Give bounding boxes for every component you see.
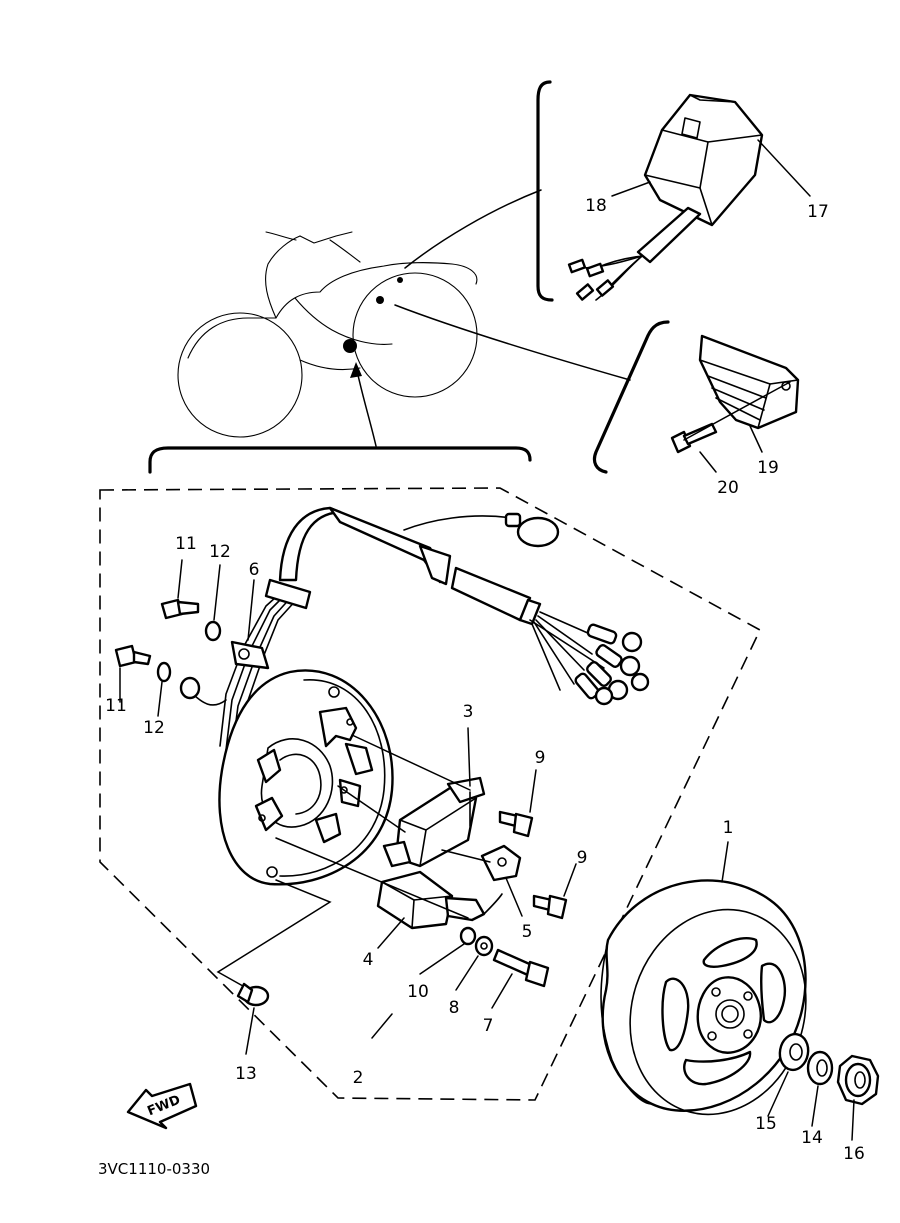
- callout-8: 8: [449, 998, 460, 1018]
- leader-11-upper: [177, 559, 183, 599]
- rectifier-regulator: [698, 334, 800, 430]
- cord-clamp: [230, 640, 270, 670]
- generator-location-marker: [343, 339, 357, 353]
- leader-9-lower: [563, 863, 577, 897]
- screw-9-lower: [532, 894, 568, 920]
- lock-washer-14: [806, 1050, 834, 1086]
- callout-11-lower: 11: [105, 696, 127, 716]
- bolt-20: [670, 422, 718, 454]
- callout-11-upper: 11: [175, 534, 197, 554]
- callout-4: 4: [363, 950, 374, 970]
- callout-6: 6: [249, 560, 260, 580]
- callout-7: 7: [483, 1016, 494, 1036]
- callout-18: 18: [585, 196, 607, 216]
- cdi-location-marker: [397, 277, 403, 283]
- nut-16: [836, 1054, 880, 1106]
- callout-1: 1: [723, 818, 734, 838]
- washer-12-upper: [204, 620, 222, 642]
- leader-18: [611, 181, 651, 197]
- coil-mount-line-lower: [337, 785, 406, 833]
- screw-13-pointer: [216, 879, 332, 991]
- callout-12-upper: 12: [209, 542, 231, 562]
- stator-base-plate: [218, 669, 394, 886]
- leader-12-lower: [157, 681, 163, 717]
- regulator-mount-line: [683, 381, 791, 441]
- callout-5: 5: [522, 922, 533, 942]
- bracket-mount-line: [441, 849, 491, 863]
- rotor-flywheel: [600, 879, 807, 1116]
- callout-17: 17: [807, 202, 829, 222]
- washer-15: [778, 1032, 810, 1072]
- pickup-mount-line: [275, 837, 469, 919]
- pickup-coil: [376, 870, 503, 930]
- callout-19: 19: [757, 458, 779, 478]
- leader-15: [767, 1071, 789, 1117]
- cdi-pointer-line: [404, 189, 542, 269]
- leader-19: [749, 425, 763, 453]
- coil-mount-line-upper: [351, 734, 471, 791]
- wire-harness: [187, 506, 650, 753]
- callout-12-lower: 12: [143, 718, 165, 738]
- fwd-direction-arrow: FWD: [126, 1082, 198, 1130]
- stator-assembly-boundary: [99, 487, 762, 1101]
- callout-10: 10: [407, 982, 429, 1002]
- callout-14: 14: [801, 1128, 823, 1148]
- leader-2: [371, 1013, 393, 1039]
- cdi-inset-bracket: [536, 80, 554, 302]
- callout-9-upper: 9: [535, 748, 546, 768]
- generator-pointer-arrowhead: [350, 362, 362, 378]
- callout-20: 20: [717, 478, 739, 498]
- washer-12-lower: [156, 661, 172, 683]
- screw-7: [492, 948, 550, 988]
- washer-8: [474, 935, 494, 957]
- regulator-location-marker: [376, 296, 384, 304]
- leader-10: [419, 943, 465, 975]
- screw-13: [236, 982, 270, 1007]
- callout-13: 13: [235, 1064, 257, 1084]
- callout-2: 2: [353, 1068, 364, 1088]
- screw-11-upper: [160, 598, 200, 620]
- callout-15: 15: [755, 1114, 777, 1134]
- leader-6: [247, 579, 255, 641]
- generator-group-bracket: [148, 446, 532, 474]
- regulator-pointer-line: [394, 304, 631, 381]
- leader-5: [505, 877, 523, 917]
- generator-pointer-line: [355, 365, 377, 447]
- callout-16: 16: [843, 1144, 865, 1164]
- washer-10: [459, 926, 477, 946]
- leader-8: [455, 955, 479, 991]
- leader-20: [699, 451, 717, 473]
- diagram-reference-code: 3VC1110-0330: [98, 1160, 210, 1178]
- screw-9-upper: [498, 810, 534, 838]
- leader-13: [245, 1007, 255, 1055]
- motorcycle-outline: [177, 231, 478, 438]
- leader-12-upper: [213, 564, 221, 621]
- pickup-bracket: [480, 844, 522, 882]
- ground-terminal: [179, 676, 201, 700]
- leader-7: [491, 973, 513, 1009]
- leader-14: [811, 1085, 819, 1127]
- leader-9-upper: [529, 769, 537, 813]
- leader-4: [377, 917, 405, 949]
- callout-9-lower: 9: [577, 848, 588, 868]
- cdi-unit: [567, 93, 764, 301]
- regulator-inset-bracket: [592, 320, 670, 474]
- callout-3: 3: [463, 702, 474, 722]
- leader-17: [757, 139, 811, 197]
- leader-3: [467, 727, 471, 787]
- source-coil: [382, 776, 486, 868]
- leader-1: [721, 841, 729, 883]
- leader-16: [851, 1099, 855, 1141]
- screw-11-lower: [114, 644, 152, 668]
